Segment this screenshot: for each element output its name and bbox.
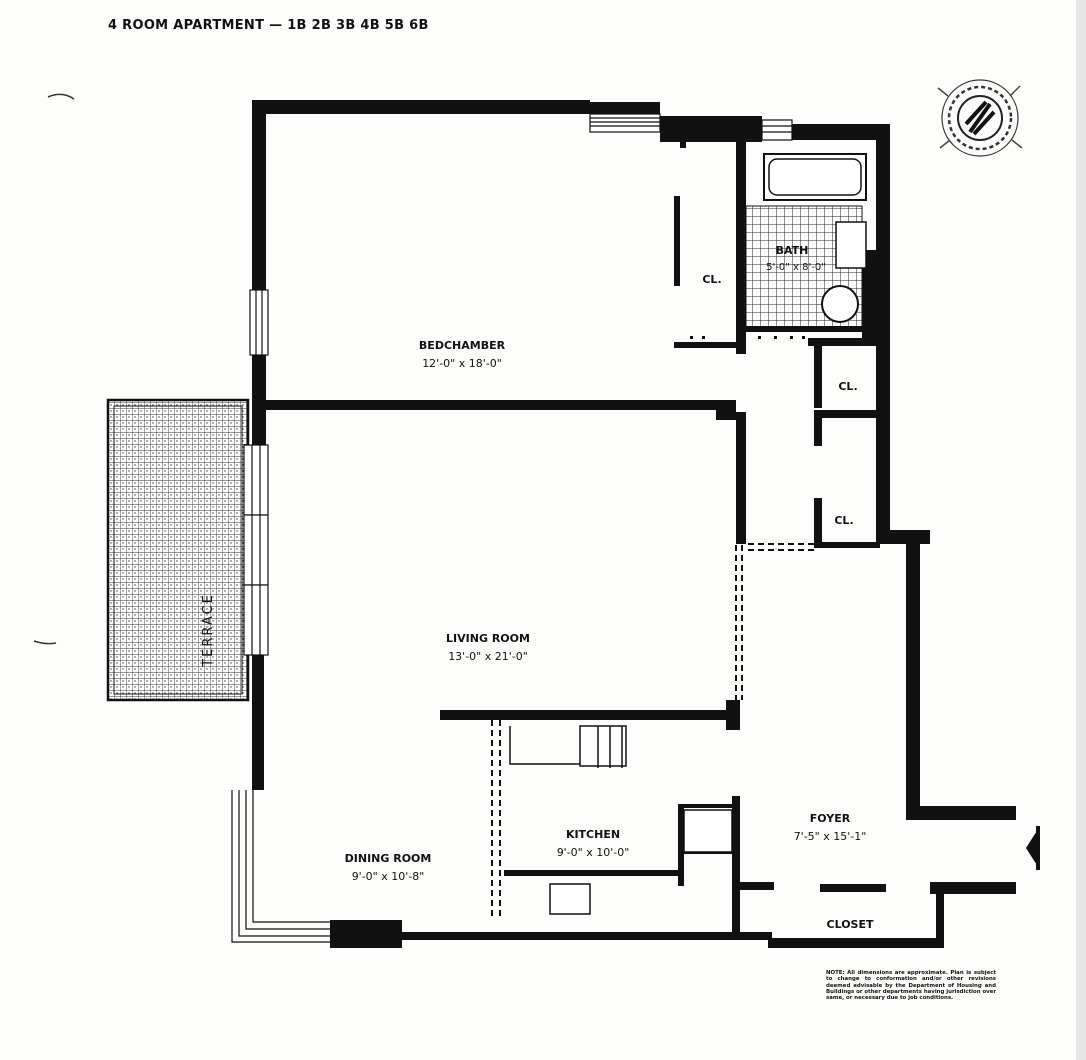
bath-dims: 5'-0" x 8'-0" <box>766 262 826 273</box>
terrace-label: TERRACE <box>201 593 216 668</box>
kitchen-dims: 9'-0" x 10'-0" <box>557 846 630 859</box>
terrace: TERRACE <box>106 398 250 702</box>
plan-title: 4 ROOM APARTMENT — 1B 2B 3B 4B 5B 6B <box>108 18 429 33</box>
living-room-dims: 13'-0" x 21'-0" <box>448 650 528 663</box>
cased-openings <box>491 543 814 918</box>
compass-seal-logo <box>937 79 1023 157</box>
foyer-dims: 7'-5" x 15'-1" <box>794 830 867 843</box>
door-marks <box>690 336 805 339</box>
exterior-walls <box>252 100 1016 948</box>
closet-bedroom-label: CL. <box>702 273 721 286</box>
bedchamber-label: BEDCHAMBER <box>419 339 506 352</box>
entry-arrow-icon <box>1026 826 1040 870</box>
interior-walls <box>266 138 886 936</box>
bath-label: BATH <box>776 244 809 257</box>
bedchamber-dims: 12'-0" x 18'-0" <box>422 357 502 370</box>
closet-hall-lower-label: CL. <box>834 514 853 527</box>
kitchen-fixtures <box>509 725 733 915</box>
dining-room-label: DINING ROOM <box>345 852 432 865</box>
bathroom: BATH 5'-0" x 8'-0" <box>745 153 867 332</box>
disclaimer-note: NOTE: All dimensions are approximate. Pl… <box>826 970 996 1002</box>
living-room-label: LIVING ROOM <box>446 632 530 645</box>
windows <box>231 113 793 943</box>
closet-hall-upper-label: CL. <box>838 380 857 393</box>
page-edge <box>1076 0 1086 1060</box>
closet-label: CLOSET <box>827 918 874 931</box>
foyer-label: FOYER <box>810 812 851 825</box>
kitchen-label: KITCHEN <box>566 828 620 841</box>
dining-room-dims: 9'-0" x 10'-8" <box>352 870 425 883</box>
